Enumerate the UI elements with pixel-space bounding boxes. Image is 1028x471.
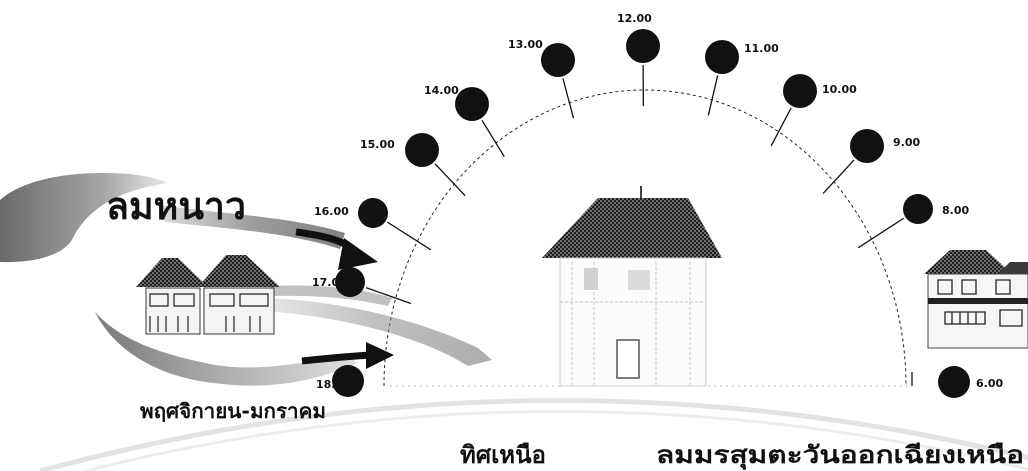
thai-house-right [911, 250, 1028, 386]
house-roof [924, 250, 1012, 274]
sun-marker-17 [335, 267, 365, 297]
thai-house-center [542, 186, 722, 387]
time-label-8: 8.00 [942, 204, 969, 217]
wind-band-middle [270, 285, 392, 306]
house-windows [209, 293, 269, 332]
time-label-17: 17.00 [312, 276, 347, 289]
sun-marker-13 [541, 43, 575, 77]
wind-arrow [301, 351, 373, 365]
sun-marker-9 [850, 129, 884, 163]
house-roof [198, 255, 280, 287]
time-label-18: 18.00 [316, 378, 351, 391]
house-roof-annex [996, 262, 1028, 276]
time-label-16: 16.00 [314, 205, 349, 218]
time-label-11: 11.00 [744, 42, 779, 55]
house-body [927, 273, 1028, 349]
sun-tick [386, 221, 432, 251]
monsoon-label: ลมมรสุมตะวันออกเฉียงเหนือ [656, 441, 1024, 471]
sun-positions: 12.00 13.00 11.00 14.00 10.00 15.00 9.00… [312, 12, 1003, 398]
sun-tick [434, 163, 466, 197]
sun-marker-14 [455, 87, 489, 121]
thai-houses-left [136, 255, 280, 335]
wind-arrowhead [366, 342, 394, 369]
sun-ticks [365, 64, 905, 305]
watermark-arc [84, 410, 1028, 471]
house-roof [136, 258, 208, 287]
house-windows [149, 293, 195, 332]
time-label-9: 9.00 [893, 136, 920, 149]
time-label-10: 10.00 [822, 83, 857, 96]
time-label-13: 13.00 [508, 38, 543, 51]
sun-tick [481, 119, 505, 158]
sun-marker-8 [903, 194, 933, 224]
sun-marker-16 [358, 198, 388, 228]
wind-arrowhead [338, 238, 378, 270]
months-label: พฤศจิกายน-มกราคม [140, 399, 326, 423]
sun-marker-18 [332, 365, 364, 397]
sun-tick [822, 159, 855, 194]
house-windows [937, 279, 1011, 295]
house-band [928, 298, 1028, 304]
house-windows-lower [944, 309, 1023, 327]
north-label: ทิศเหนือ [460, 441, 546, 469]
sun-tick [707, 75, 719, 116]
sun-marker-15 [405, 133, 439, 167]
house-body [203, 287, 275, 335]
wind-cloud-upper [0, 173, 168, 263]
house-window [628, 270, 650, 290]
wind-band-lower [262, 298, 492, 366]
wind-band-upper [160, 205, 345, 249]
sun-marker-12 [626, 29, 660, 63]
sun-tick [770, 107, 792, 147]
time-label-14: 14.00 [424, 84, 459, 97]
sun-marker-6 [938, 366, 970, 398]
time-label-6: 6.00 [976, 377, 1003, 390]
sun-path-arc [383, 89, 907, 387]
house-door [616, 339, 640, 379]
watermark-arc [39, 398, 1028, 471]
house-posts [560, 262, 706, 386]
sun-tick [857, 217, 905, 249]
sun-marker-11 [705, 40, 739, 74]
house-window [584, 268, 598, 290]
sun-tick [365, 287, 412, 305]
sun-marker-10 [783, 74, 817, 108]
time-label-12: 12.00 [617, 12, 652, 25]
winter-wind-label: ลมหนาว [106, 183, 246, 228]
wind-cloud-lower [95, 312, 356, 386]
time-label-15: 15.00 [360, 138, 395, 151]
house-body [145, 287, 201, 335]
winter-wind-flow [0, 173, 492, 386]
sun-tick [562, 78, 575, 119]
house-roof [542, 198, 722, 258]
